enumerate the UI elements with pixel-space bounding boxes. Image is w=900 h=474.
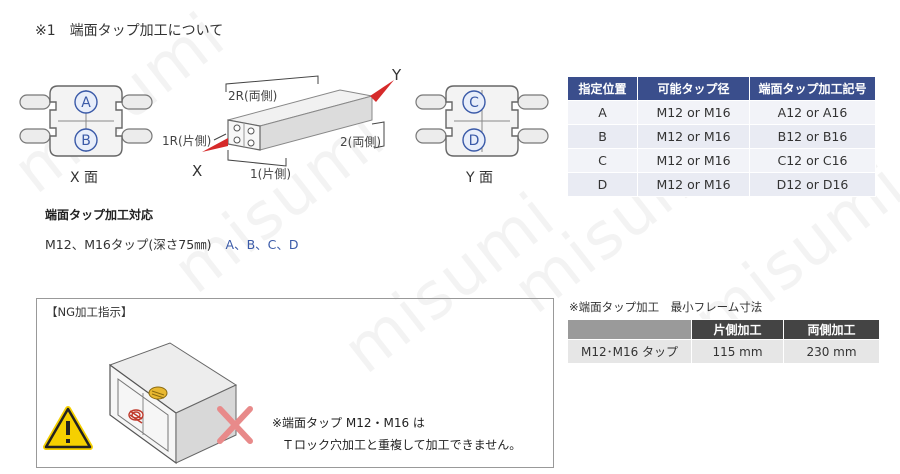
ng-instruction-box bbox=[36, 298, 554, 468]
table-cell: D12 or D16 bbox=[749, 172, 876, 197]
ng-cross-icon bbox=[217, 406, 253, 444]
warning-icon bbox=[43, 406, 93, 450]
table-cell: M12 or M16 bbox=[637, 100, 750, 125]
tap-positions: A、B、C、D bbox=[225, 237, 299, 252]
axis-x-label: X bbox=[192, 162, 202, 180]
tap-section-title: 端面タップ加工対応 bbox=[45, 208, 154, 222]
header-position: 指定位置 bbox=[567, 76, 638, 101]
table-row: A M12 or M16 A12 or A16 bbox=[567, 100, 876, 125]
header-blank bbox=[567, 319, 692, 340]
table-cell: A bbox=[567, 100, 638, 125]
position-a-marker bbox=[74, 90, 98, 114]
page-title: ※1 端面タップ加工について bbox=[35, 23, 224, 39]
table-row: D M12 or M16 D12 or D16 bbox=[567, 172, 876, 197]
position-b-marker bbox=[74, 128, 98, 152]
table-row: C M12 or M16 C12 or C16 bbox=[567, 148, 876, 173]
ng-frame-illustration bbox=[43, 342, 253, 465]
dim-1r-label: 1R(片側) bbox=[162, 134, 211, 148]
ng-note-line2: Ｔロック穴加工と重複して加工できません。 bbox=[282, 438, 522, 452]
table-cell: A12 or A16 bbox=[749, 100, 876, 125]
table-header-row: 指定位置 可能タップ径 端面タップ加工記号 bbox=[567, 76, 876, 101]
table-cell: M12 or M16 bbox=[637, 172, 750, 197]
table-cell: C bbox=[567, 148, 638, 173]
min-frame-table: 片側加工 両側加工 M12･M16 タップ 115 mm 230 mm bbox=[567, 319, 880, 364]
table-cell: 230 mm bbox=[783, 339, 880, 364]
tap-section-text: M12、M16タップ(深さ75㎜) A、B、C、D bbox=[45, 234, 299, 253]
header-both-sides: 両側加工 bbox=[783, 319, 880, 340]
table-cell: 115 mm bbox=[691, 339, 784, 364]
tap-assignment-table: 指定位置 可能タップ径 端面タップ加工記号 A M12 or M16 A12 o… bbox=[567, 76, 876, 197]
position-d-label: D bbox=[469, 133, 480, 149]
ng-note-line1: ※端面タップ M12・M16 は bbox=[272, 416, 425, 430]
y-face-label: Y 面 bbox=[466, 170, 494, 186]
position-c-marker bbox=[462, 90, 486, 114]
table-header-row: 片側加工 両側加工 bbox=[567, 319, 880, 340]
position-a-label: A bbox=[81, 95, 91, 111]
x-face-profile-diagram: A B bbox=[19, 85, 153, 157]
dim-2-label: 2(両側) bbox=[340, 135, 381, 149]
dim-2r-label: 2R(両側) bbox=[228, 89, 277, 103]
dim-1-label: 1(片側) bbox=[250, 167, 291, 181]
table-cell: D bbox=[567, 172, 638, 197]
position-c-label: C bbox=[469, 95, 479, 111]
tap-spec-text: M12、M16タップ(深さ75㎜) bbox=[45, 237, 212, 252]
table-cell: B12 or B16 bbox=[749, 124, 876, 149]
axis-y-label: Y bbox=[391, 66, 402, 84]
table-row: B M12 or M16 B12 or B16 bbox=[567, 124, 876, 149]
header-tap-size: 可能タップ径 bbox=[637, 76, 750, 101]
header-one-side: 片側加工 bbox=[691, 319, 784, 340]
x-face-label: X 面 bbox=[70, 170, 99, 186]
table-cell: C12 or C16 bbox=[749, 148, 876, 173]
table-cell: M12 or M16 bbox=[637, 124, 750, 149]
min-frame-title: ※端面タップ加工 最小フレーム寸法 bbox=[569, 300, 763, 314]
y-face-profile-diagram: C D bbox=[415, 85, 549, 157]
header-tap-code: 端面タップ加工記号 bbox=[749, 76, 876, 101]
table-cell: B bbox=[567, 124, 638, 149]
ng-label: 【NG加工指示】 bbox=[46, 305, 133, 319]
table-cell: M12 or M16 bbox=[637, 148, 750, 173]
table-cell: M12･M16 タップ bbox=[567, 339, 692, 364]
frame-isometric-diagram: 2R(両側) 1R(片側) 2(両側) 1(片側) X Y bbox=[162, 66, 402, 181]
position-b-label: B bbox=[81, 133, 91, 149]
table-row: M12･M16 タップ 115 mm 230 mm bbox=[567, 339, 880, 364]
position-d-marker bbox=[462, 128, 486, 152]
